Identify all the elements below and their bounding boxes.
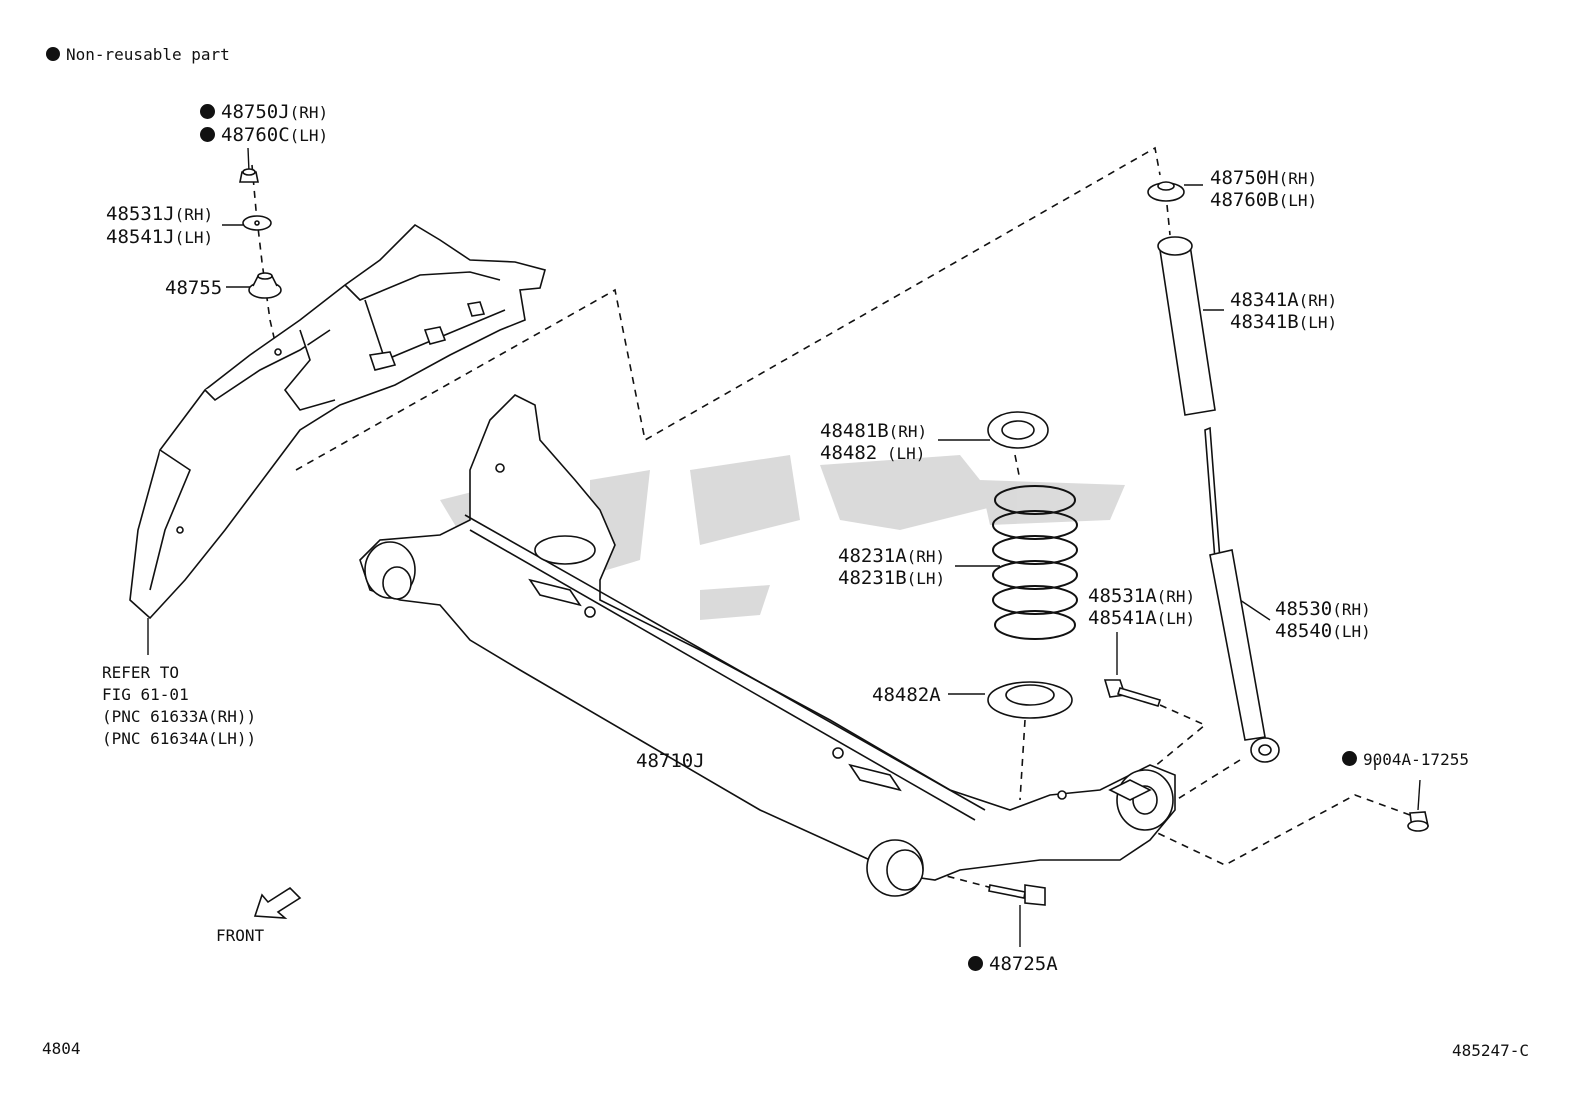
- nonreusable-dot-icon: [200, 127, 215, 142]
- label-48540: 48540(LH): [1275, 620, 1371, 642]
- upper-mount-nut: [239, 168, 259, 183]
- footer-left-code: 4804: [42, 1039, 81, 1058]
- label-48231B: 48231B(LH): [838, 567, 946, 589]
- front-label: FRONT: [216, 926, 265, 945]
- nonreusable-dot-icon: [1342, 751, 1357, 766]
- label-48750H: 48750H(RH): [1210, 167, 1318, 189]
- legend-text: Non-reusable part: [66, 45, 230, 64]
- label-48341B: 48341B(LH): [1230, 311, 1338, 333]
- label-48710J: 48710J: [636, 750, 705, 772]
- label-48231A: 48231A(RH): [838, 545, 946, 567]
- label-48530: 48530(RH): [1275, 598, 1371, 620]
- spring-dash: [1014, 454, 1021, 481]
- nonreusable-dot-icon: [968, 956, 983, 971]
- leaders: [147, 147, 1421, 947]
- mount-dash: [251, 164, 279, 356]
- label-48760B: 48760B(LH): [1210, 189, 1318, 211]
- shock-absorber: [1204, 426, 1280, 763]
- nut-dash: [1129, 794, 1411, 866]
- flange-nut: [1407, 811, 1429, 832]
- label-48341A: 48341A(RH): [1230, 289, 1338, 311]
- refer-line-4: (PNC 61634A(LH)): [102, 729, 257, 748]
- refer-line-1: REFER TO: [102, 663, 180, 682]
- label-9004A-17255: 9004A-17255: [1342, 749, 1469, 771]
- coil-spring: [992, 485, 1078, 640]
- label-48541A: 48541A(LH): [1088, 607, 1196, 629]
- shock-mount-cap: [1147, 181, 1185, 202]
- footer-right-code: 485247-C: [1452, 1041, 1530, 1060]
- bushing-bolt: [988, 884, 1046, 906]
- label-48755: 48755: [165, 277, 223, 299]
- nonreusable-dot-icon: [46, 47, 60, 61]
- body-frame-bracket: [129, 223, 546, 620]
- label-48481B: 48481B(RH): [820, 420, 928, 442]
- refer-line-2: FIG 61-01: [102, 685, 189, 704]
- nonreusable-dot-icon: [200, 104, 215, 119]
- front-arrow-icon: [253, 886, 302, 919]
- upper-spring-seat: [987, 411, 1049, 449]
- lower-spring-seat: [987, 681, 1073, 719]
- label-48750J: 48750J(RH): [200, 101, 328, 124]
- shock-bellow: [1157, 236, 1216, 416]
- legend: Non-reusable part: [46, 44, 230, 66]
- label-48482A: 48482A: [872, 684, 941, 706]
- label-48541J: 48541J(LH): [106, 226, 214, 248]
- shock-lower-bolt: [1103, 679, 1162, 707]
- seat-dash: [1019, 719, 1026, 801]
- upper-mount-bushing: [248, 272, 282, 299]
- upper-mount-washer: [242, 215, 272, 231]
- label-48725A: 48725A: [968, 953, 1058, 975]
- label-48531J: 48531J(RH): [106, 203, 214, 225]
- axle-beam: [359, 394, 1176, 897]
- label-48760C: 48760C(LH): [200, 124, 328, 147]
- label-48482: 48482 (LH): [820, 442, 926, 464]
- label-48531A: 48531A(RH): [1088, 585, 1196, 607]
- shock-top-dash: [1166, 204, 1171, 236]
- refer-line-3: (PNC 61633A(RH)): [102, 707, 257, 726]
